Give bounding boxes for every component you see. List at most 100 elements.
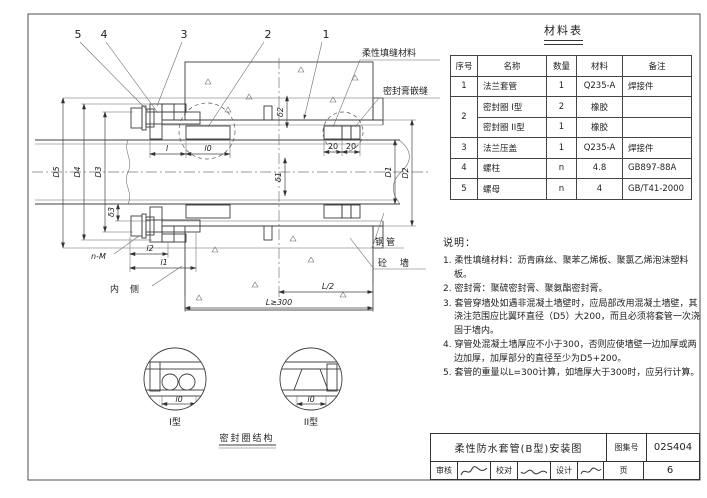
atlas-no-label: 图集号 [607, 434, 647, 461]
dim-delta2: δ2 [276, 107, 285, 117]
note-item-2: 2. 密封膏：聚硫密封膏、聚氨酯密封膏。 [443, 284, 608, 294]
cell-qty: n [546, 178, 577, 200]
title-double-underline [544, 40, 583, 45]
table-row: 5 螺母 n 4 GB/T41-2000 [450, 178, 692, 200]
label-bolt-spec: n-M [91, 252, 106, 261]
svg-text:密封圈结构: 密封圈结构 [219, 432, 274, 444]
dim-l2: l2 [146, 244, 153, 253]
cell-name: 密封圈 I型 [477, 96, 547, 118]
dim-D3: D3 [94, 166, 103, 177]
label-wall: 砼墙 [378, 257, 422, 269]
cell-material: Q235-A [576, 137, 623, 159]
cell-no: 4 [450, 157, 478, 179]
table-row: 2 密封圈 I型 2 橡胶 [450, 96, 692, 138]
reviewer-signature-scribble [458, 462, 491, 479]
bolt-length-dimensions: l2 l1 [129, 233, 197, 272]
title-block: 柔性防水套管(B型)安装图 图集号 02S404 审核 校对 设计 页 6 [430, 433, 700, 480]
dim-D1: D1 [384, 166, 393, 177]
dim-l1: l1 [160, 258, 167, 267]
cell-name: 密封圈 II型 [477, 116, 547, 138]
flexible-caulk-blocks [323, 125, 361, 219]
label-steel-pipe: 钢管 [375, 236, 397, 248]
cell-material: 橡胶 [576, 116, 623, 138]
detail2-label: II型 [304, 417, 318, 428]
col-header-material: 材料 [576, 55, 623, 77]
note-item-3: 3. 套管穿墙处如遇非混凝土墙壁时，应局部改用混凝土墙壁，其浇注范围应比翼环直径… [443, 298, 700, 336]
seal-rings [185, 125, 231, 219]
dim-delta3: δ3 [107, 207, 116, 217]
cell-material: 橡胶 [576, 96, 623, 118]
cell-name: 螺柱 [477, 157, 547, 179]
detail-circle-ref-1 [178, 102, 236, 160]
cell-note: GB/T41-2000 [622, 178, 692, 200]
callout-2: 2 [265, 28, 272, 41]
cell-note: 焊接件 [622, 75, 692, 97]
right-dimensions: D1 D2 δ1 δ2 [274, 95, 416, 227]
cell-no-merged: 2 [450, 96, 478, 138]
notes-section: 说明： 1. 柔性填缝材料：沥青麻丝、聚苯乙烯板、聚氯乙烯泡沫塑料板。 2. 密… [443, 236, 701, 382]
dim-l: l [166, 144, 169, 153]
table-row: 3 法兰压盖 1 Q235-A 焊接件 [450, 137, 692, 159]
cell-note [622, 96, 692, 118]
stud-bolt-top [130, 105, 201, 131]
dim-D4: D4 [73, 166, 82, 177]
table-row: 密封圈 II型 1 橡胶 [451, 116, 692, 138]
dim-D5: D5 [52, 166, 61, 177]
label-flexible-caulk: 柔性填缝材料 [362, 47, 416, 59]
col-header-note: 备注 [622, 55, 692, 77]
flange-casing-pipe [161, 103, 384, 243]
cell-material: 4 [576, 178, 623, 200]
callout-1: 1 [323, 28, 330, 41]
cell-qty: 1 [546, 116, 577, 138]
cell-no: 1 [450, 75, 478, 97]
callout-5: 5 [75, 28, 82, 41]
cell-no: 5 [450, 178, 478, 200]
cell-name: 螺母 [477, 178, 547, 200]
detail2-dim-l0: l0 [307, 395, 314, 404]
flange-pressure-cover [149, 103, 187, 243]
page-border-frame [27, 13, 701, 481]
cell-qty: 1 [546, 137, 577, 159]
note-item-5: 5. 套管的重量以L=300计算，如墙厚大于300时，应另行计算。 [443, 368, 700, 378]
cell-material: Q235-A [576, 75, 623, 97]
designer-signature-scribble [578, 462, 604, 479]
label-sealant-caulk: 密封膏嵌缝 [383, 85, 428, 97]
materials-table: 序号 名称 数量 材料 备注 1 法兰套管 1 Q235-A 焊接件 2 密封圈… [450, 55, 692, 200]
checker-label: 校对 [491, 462, 518, 479]
concrete-aggregate-symbols [195, 66, 359, 301]
notes-title: 说明： [443, 238, 476, 249]
designer-label: 设计 [551, 462, 578, 479]
dim-D2: D2 [401, 167, 410, 178]
detail1-dim-l0: l0 [175, 395, 182, 404]
stop-ring [263, 105, 273, 241]
cell-qty: n [546, 157, 577, 179]
callout-4: 4 [101, 28, 108, 41]
page-number: 6 [666, 465, 674, 476]
materials-table-title: 材料表 [544, 22, 583, 45]
table-row: 4 螺柱 n 4.8 GB897-88A [450, 157, 692, 179]
note-item-4: 4. 穿管处混凝土墙厚应不小于300，否则应使墙壁一边加厚或两边加厚，加厚部分的… [443, 340, 697, 364]
checker-signature-scribble [518, 462, 551, 479]
cell-material: 4.8 [576, 157, 623, 179]
materials-table-title-text: 材料表 [544, 24, 583, 37]
cell-note: 焊接件 [622, 137, 692, 159]
leader-labels: 柔性填缝材料 密封膏嵌缝 钢管 砼墙 内侧 n-M [91, 47, 440, 295]
dim-min-length: L≥300 [266, 298, 292, 307]
page-label: 页 [604, 462, 644, 479]
label-inner-side: 内侧 [110, 283, 150, 295]
col-header-no: 序号 [450, 55, 478, 77]
wall-thickness-dimensions: L/2 L≥300 [184, 282, 374, 312]
cell-name: 法兰套管 [477, 75, 547, 97]
col-header-qty: 数量 [546, 55, 577, 77]
stud-bolt-bottom [130, 213, 201, 239]
dim-delta1: δ1 [274, 172, 283, 182]
caulk-depth-dimensions: 20 20 [323, 141, 361, 156]
reviewer-label: 审核 [431, 462, 458, 479]
detail-view-type2: l0 II型 [279, 347, 343, 428]
col-header-name: 名称 [477, 55, 547, 77]
table-row: 1 法兰套管 1 Q235-A 焊接件 [450, 75, 692, 97]
left-dimensions: D5 D4 D3 δ3 [52, 97, 374, 249]
seal-width-dimensions: l l0 [149, 141, 231, 158]
